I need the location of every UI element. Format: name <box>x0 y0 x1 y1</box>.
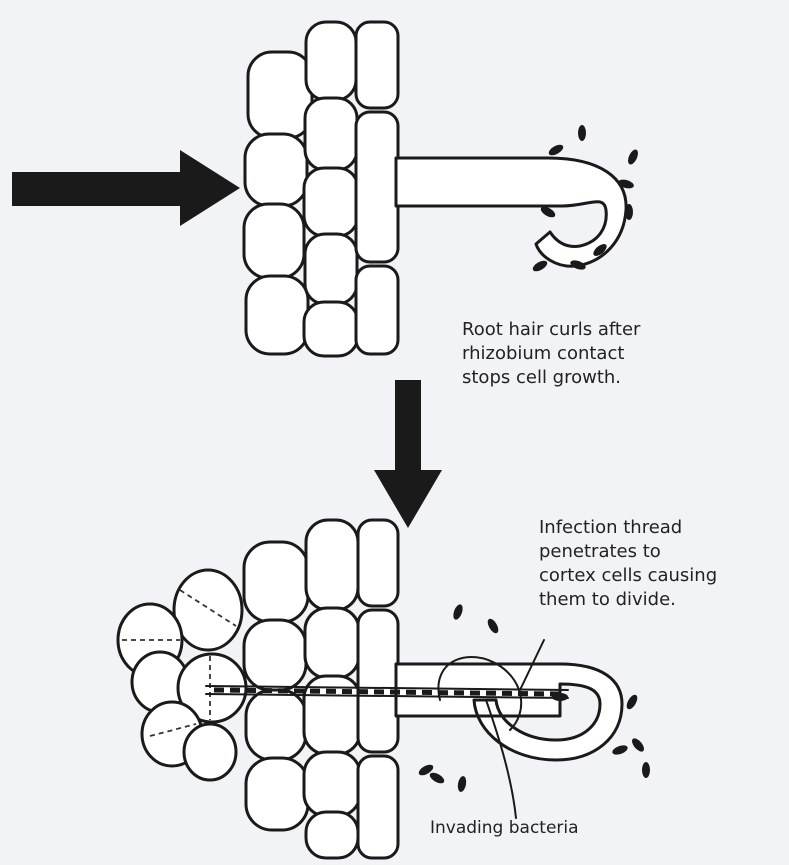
root-cell <box>305 234 357 304</box>
root-hair-curled <box>396 158 626 266</box>
root-cell <box>305 98 357 170</box>
bacterium <box>452 603 465 621</box>
bacterium <box>642 762 650 778</box>
bacterium <box>630 736 646 753</box>
bacterium <box>457 775 468 792</box>
root-cell <box>306 520 358 610</box>
root-cell <box>244 204 304 278</box>
dividing-cortex-cells <box>118 570 246 780</box>
bacterium <box>531 259 549 274</box>
caption-infection-thread: Infection thread penetrates to cortex ce… <box>539 516 717 612</box>
root-cell <box>356 266 398 354</box>
root-cell <box>246 690 306 760</box>
bacterium <box>547 143 565 158</box>
root-cell <box>356 112 398 262</box>
bacterium <box>626 148 640 166</box>
root-cell <box>358 520 398 606</box>
root-cell <box>358 610 398 752</box>
root-cell <box>306 812 358 858</box>
label-invading-bacteria: Invading bacteria <box>430 818 579 838</box>
root-cell <box>304 168 358 236</box>
caption-root-hair-curl: Root hair curls after rhizobium contact … <box>462 318 640 390</box>
bacterium <box>552 693 568 701</box>
root-cell <box>304 752 360 816</box>
cortex-cell <box>174 570 242 650</box>
root-cell <box>306 22 356 100</box>
bacterium <box>486 617 501 635</box>
root-hair-curled <box>396 664 622 760</box>
root-cell <box>358 756 398 858</box>
root-cell <box>246 276 308 354</box>
root-cell <box>245 134 307 206</box>
root-cell <box>244 542 308 622</box>
root-cell <box>246 758 308 830</box>
root-cell <box>356 22 398 108</box>
arrow-down <box>374 380 442 528</box>
bacterium <box>611 744 629 757</box>
bacterium <box>428 771 446 786</box>
bacterium <box>625 204 633 220</box>
root-cell <box>244 620 306 690</box>
root-cell <box>304 302 358 356</box>
cortex-cell <box>184 724 236 780</box>
stage-1-root <box>244 22 640 356</box>
bacterium <box>578 125 586 141</box>
arrow-right <box>12 150 240 226</box>
root-cell <box>248 52 312 138</box>
root-cell <box>305 608 359 678</box>
bacterium <box>625 693 640 711</box>
